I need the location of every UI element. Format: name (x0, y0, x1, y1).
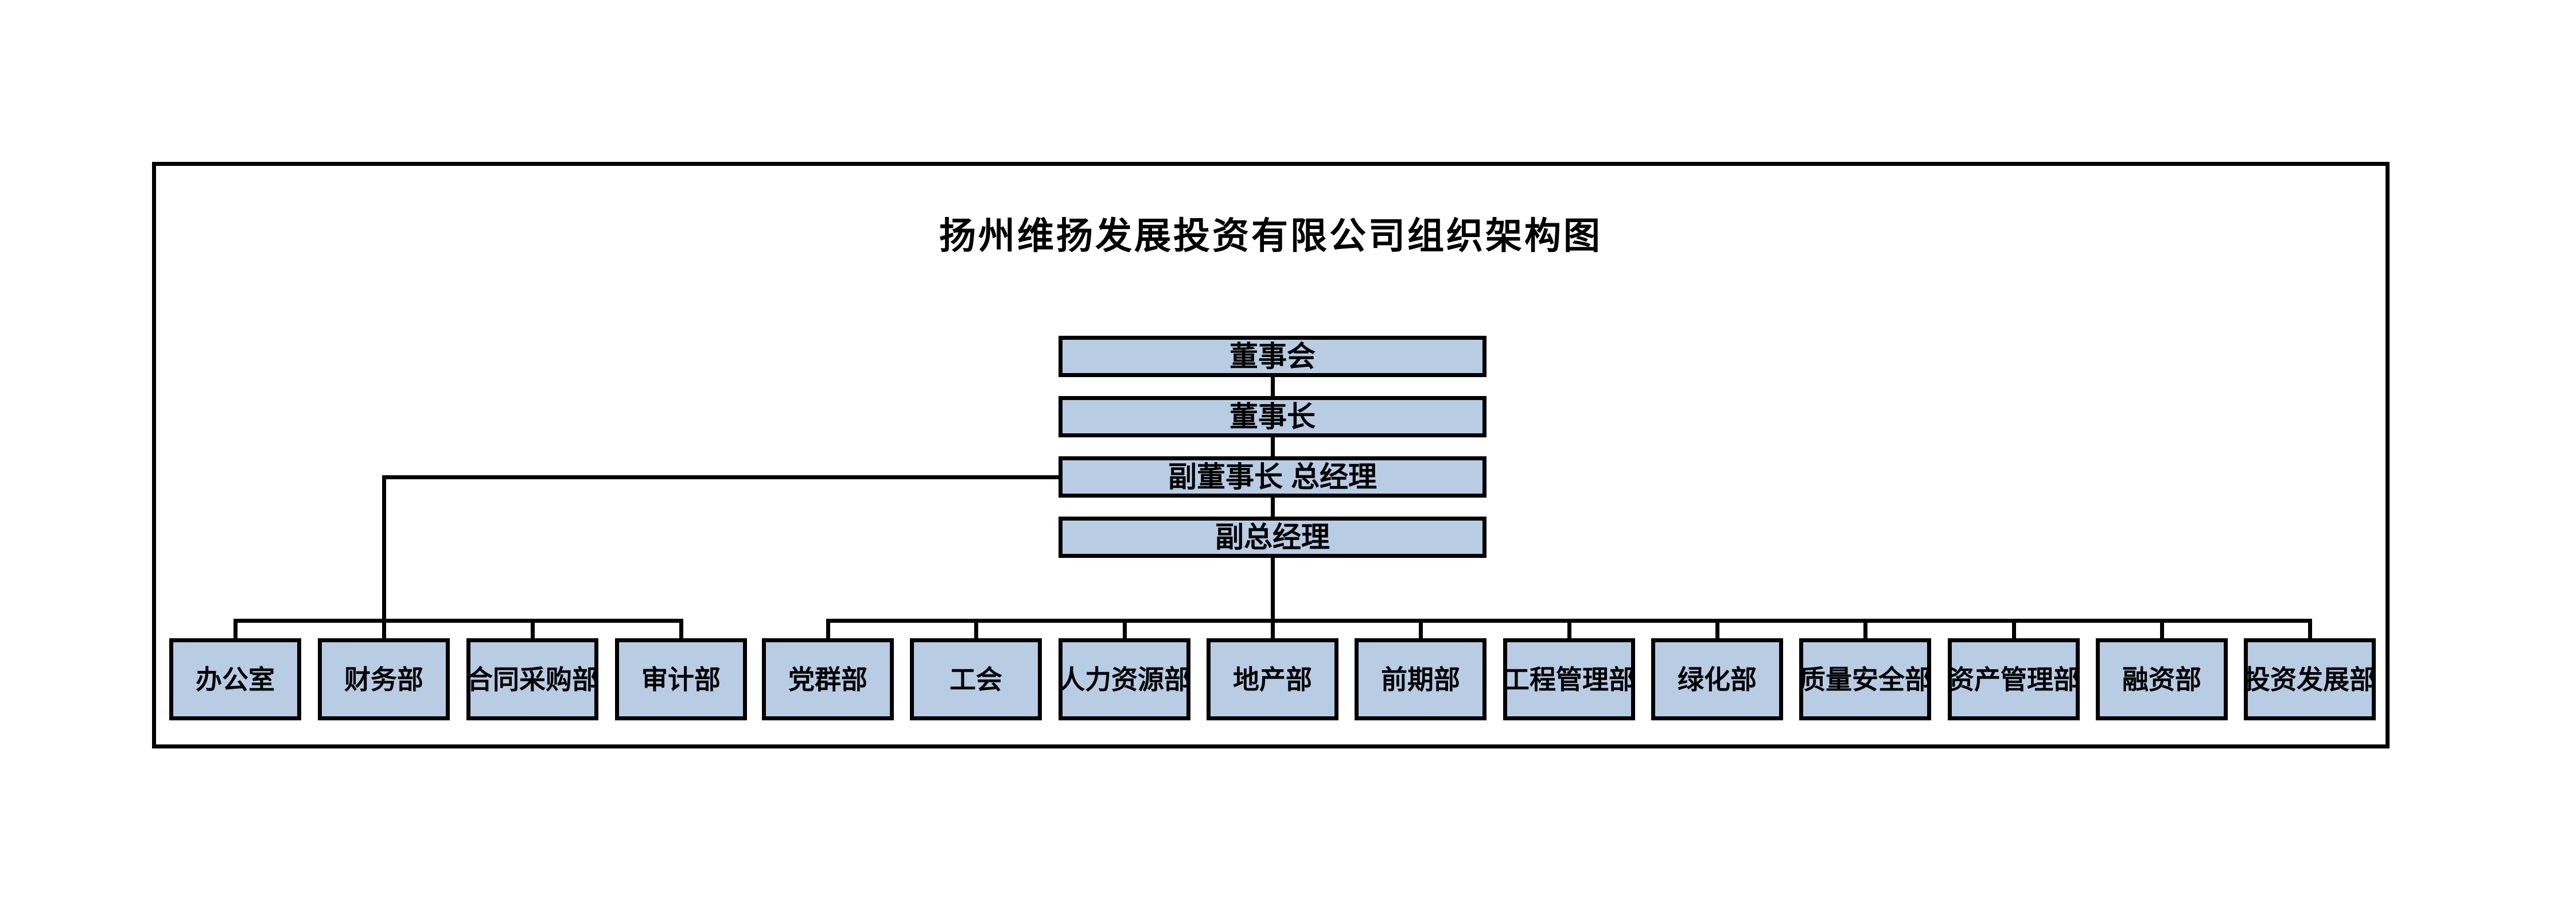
org-dept-node: 绿化部 (1651, 638, 1783, 720)
org-dept-node: 工程管理部 (1503, 638, 1635, 720)
org-dept-node: 前期部 (1355, 638, 1487, 720)
org-dept-node: 质量安全部 (1799, 638, 1931, 720)
connector-bus-left (233, 619, 683, 623)
connector-drop (1567, 619, 1571, 638)
org-dept-node: 党群部 (762, 638, 894, 720)
connector-drop (2011, 619, 2016, 638)
org-dept-node: 审计部 (615, 638, 747, 720)
org-dept-node: 合同采购部 (466, 638, 598, 720)
connector-drop (1715, 619, 1719, 638)
chart-border-frame (152, 162, 2390, 748)
org-dept-node: 人力资源部 (1059, 638, 1190, 720)
connector-drop (382, 619, 386, 638)
connector-branch-left (382, 475, 1059, 479)
connector-drop (2159, 619, 2164, 638)
org-dept-node: 融资部 (2096, 638, 2228, 720)
chart-title: 扬州维扬发展投资有限公司组织架构图 (939, 216, 1602, 257)
connector-drop (1418, 619, 1423, 638)
connector-drop (1863, 619, 1867, 638)
connector-line-vertical (1270, 437, 1275, 456)
connector-riser-center (1270, 558, 1275, 623)
connector-drop (1122, 619, 1127, 638)
connector-drop (233, 619, 238, 638)
org-dept-node: 地产部 (1207, 638, 1338, 720)
org-node-board: 董事会 (1059, 336, 1487, 377)
org-node-vice-chairman-general-manager: 副董事长 总经理 (1059, 456, 1487, 498)
connector-drop (1270, 619, 1275, 638)
connector-drop (826, 619, 830, 638)
org-dept-node: 投资发展部 (2244, 638, 2376, 720)
connector-drop (974, 619, 978, 638)
org-node-deputy-general-manager: 副总经理 (1059, 517, 1487, 558)
org-dept-node: 财务部 (318, 638, 450, 720)
connector-line-vertical (1270, 498, 1275, 517)
org-dept-node: 资产管理部 (1948, 638, 2080, 720)
org-dept-node: 办公室 (169, 638, 301, 720)
connector-drop (2307, 619, 2312, 638)
connector-drop (679, 619, 683, 638)
connector-line-vertical (1270, 377, 1275, 396)
org-dept-node: 工会 (910, 638, 1042, 720)
org-node-chairman: 董事长 (1059, 396, 1487, 437)
connector-drop (530, 619, 535, 638)
connector-riser-left (382, 475, 386, 623)
